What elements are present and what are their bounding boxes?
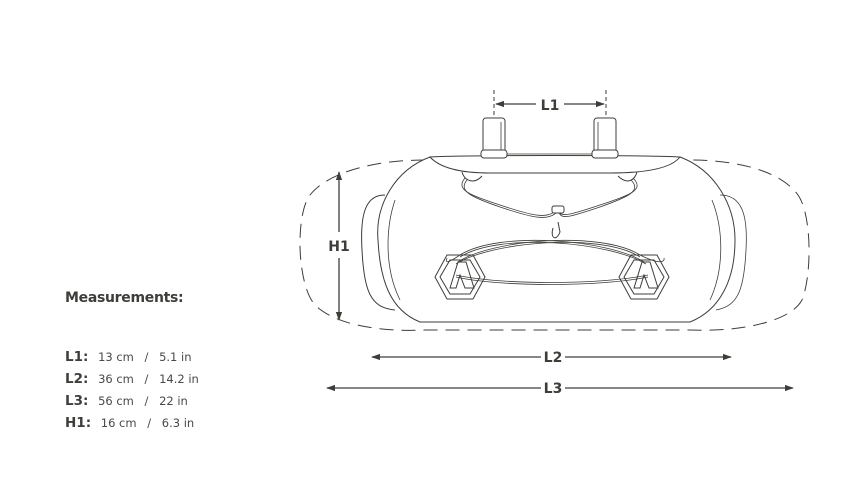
measurement-cm: 56 cm	[98, 394, 134, 408]
strap-right	[591, 117, 619, 159]
measurement-row-h1: H1: 16 cm / 6.3 in	[65, 412, 285, 434]
dimension-l2: L2	[371, 350, 732, 366]
measurement-key: L1:	[65, 349, 89, 365]
bag-right-roll	[715, 194, 747, 311]
measurement-row-l1: L1: 13 cm / 5.1 in	[65, 346, 285, 368]
measurement-row-l2: L2: 36 cm / 14.2 in	[65, 368, 285, 390]
measurement-key: L3:	[65, 393, 89, 409]
dimension-l1: L1	[493, 90, 607, 118]
bag-max-outline	[299, 159, 810, 331]
measurement-in: 5.1 in	[159, 350, 192, 364]
measurement-separator: /	[144, 372, 149, 386]
dimension-h1: H1	[328, 171, 350, 321]
measurement-in: 14.2 in	[159, 372, 199, 386]
measurement-key: H1:	[65, 415, 92, 431]
measurement-separator: /	[147, 416, 152, 430]
measurement-in: 22 in	[159, 394, 188, 408]
strap-left	[480, 117, 508, 159]
measurement-in: 6.3 in	[161, 416, 195, 430]
hex-anchor-left	[434, 254, 486, 300]
dimension-label-h1: H1	[328, 239, 349, 255]
dimension-l3: L3	[326, 381, 794, 397]
measurement-cm: 36 cm	[98, 372, 134, 386]
dimension-label-l1: L1	[541, 98, 560, 114]
bag-left-roll	[361, 194, 396, 311]
measurement-separator: /	[144, 350, 149, 364]
measurements-panel: Measurements: L1: 13 cm / 5.1 in L2: 36 …	[65, 290, 199, 431]
dimension-label-l2: L2	[544, 350, 563, 366]
measurements-list: L1: 13 cm / 5.1 in L2: 36 cm / 14.2 in L…	[65, 346, 285, 434]
measurement-cm: 16 cm	[100, 416, 137, 430]
dimension-label-l3: L3	[544, 381, 563, 397]
measurement-row-l3: L3: 56 cm / 22 in	[65, 390, 285, 412]
measurement-key: L2:	[65, 371, 89, 387]
measurements-title: Measurements:	[65, 290, 184, 306]
cord-lock	[551, 205, 565, 214]
bag-body	[377, 156, 736, 323]
measurement-cm: 13 cm	[98, 350, 134, 364]
hex-anchor-right	[618, 254, 670, 300]
bag-top-panel	[428, 155, 681, 174]
measurement-separator: /	[144, 394, 149, 408]
